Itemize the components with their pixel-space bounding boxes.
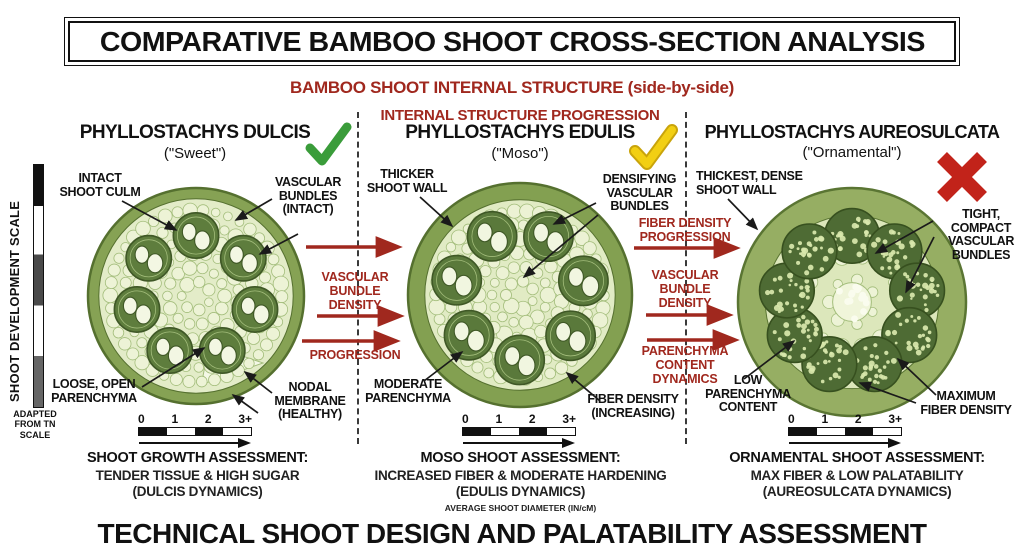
assessment-line1: TENDER TISSUE & HIGH SUGAR — [95, 467, 300, 483]
label-low-parenchyma-content: LOW PARENCHYMA CONTENT — [705, 373, 791, 414]
label-thickest-dense-shoot-wall: THICKEST, DENSE SHOOT WALL — [696, 169, 803, 197]
species-common-edulis: ("Moso") — [491, 145, 549, 162]
divider-1 — [357, 112, 359, 444]
progression-heading: INTERNAL STRUCTURE PROGRESSION — [380, 107, 660, 124]
species-name-aureosulcata: PHYLLOSTACHYS AUREOSULCATA — [704, 122, 1000, 142]
scale-ticks: 0 1 2 3+ — [788, 412, 902, 426]
label-maximum-fiber-density: MAXIMUM FIBER DENSITY — [920, 389, 1012, 417]
tick-3: 3+ — [238, 412, 252, 426]
header-dulcis: PHYLLOSTACHYS DULCIS ("Sweet") — [60, 122, 330, 162]
tick-0: 0 — [138, 412, 145, 426]
tick-1: 1 — [821, 412, 829, 426]
scale-segmented-bar — [138, 427, 252, 436]
cross-section-dulcis — [86, 186, 306, 406]
assessment-dulcis: SHOOT GROWTH ASSESSMENT: TENDER TISSUE &… — [55, 450, 340, 501]
flow-label-progression: PROGRESSION — [309, 348, 401, 362]
tick-2: 2 — [528, 412, 536, 426]
label-vascular-bundles-intact: VASCULAR BUNDLES (INTACT) — [274, 175, 342, 216]
flow-label-parenchyma-content-dynamics: PARENCHYMA CONTENT DYNAMICS — [641, 344, 729, 386]
main-title: COMPARATIVE BAMBOO SHOOT CROSS-SECTION A… — [99, 25, 925, 57]
tick-1: 1 — [495, 412, 503, 426]
scale-arrow-icon — [139, 438, 251, 448]
assessment-line2: (AUREOSULCATA DYNAMICS) — [762, 484, 952, 500]
scale-segmented-bar — [462, 427, 576, 436]
average-shoot-diameter-note: AVERAGE SHOOT DIAMETER (IN/cM) — [444, 503, 597, 513]
scale-ticks: 0 1 2 3+ — [138, 412, 252, 426]
green-check-icon — [305, 122, 352, 166]
label-tight-compact-vascular-bundles: TIGHT, COMPACT VASCULAR BUNDLES — [947, 207, 1015, 262]
diameter-scale-aureosulcata: 0 1 2 3+ — [788, 412, 902, 449]
label-intact-shoot-culm: INTACT SHOOT CULM — [59, 171, 141, 199]
scale-adaptation-note: ADAPTED FROM TN SCALE — [13, 409, 57, 440]
label-loose-open-parenchyma: LOOSE, OPEN PARENCHYMA — [51, 377, 137, 405]
assessment-line2: (EDULIS DYNAMICS) — [455, 484, 586, 500]
header-edulis: PHYLLOSTACHYS EDULIS ("Moso") — [385, 122, 655, 162]
species-common-dulcis: ("Sweet") — [163, 145, 227, 162]
assessment-heading: SHOOT GROWTH ASSESSMENT: — [86, 450, 309, 466]
assessment-heading: ORNAMENTAL SHOOT ASSESSMENT: — [729, 450, 985, 466]
label-thicker-shoot-wall: THICKER SHOOT WALL — [366, 167, 448, 195]
flow-label-vascular-bundle-density-1: VASCULAR BUNDLE DENSITY — [321, 270, 389, 312]
flow-label-fiber-density-progression: FIBER DENSITY PROGRESSION — [638, 216, 732, 244]
label-nodal-membrane: NODAL MEMBRANE (HEALTHY) — [274, 380, 346, 421]
header-aureosulcata: PHYLLOSTACHYS AUREOSULCATA ("Ornamental"… — [692, 122, 1012, 161]
yellow-check-icon — [629, 124, 678, 170]
assessment-edulis: MOSO SHOOT ASSESSMENT: INCREASED FIBER &… — [363, 450, 678, 501]
species-name-edulis: PHYLLOSTACHYS EDULIS — [405, 122, 635, 143]
subtitle: BAMBOO SHOOT INTERNAL STRUCTURE (side-by… — [290, 78, 734, 97]
tick-3: 3+ — [562, 412, 576, 426]
tick-1: 1 — [171, 412, 179, 426]
label-densifying-vascular-bundles: DENSIFYING VASCULAR BUNDLES — [602, 172, 677, 213]
label-fiber-density-increasing: FIBER DENSITY (INCREASING) — [587, 392, 679, 420]
tick-0: 0 — [788, 412, 795, 426]
red-x-icon — [937, 152, 987, 202]
cross-section-edulis — [406, 181, 634, 409]
tick-0: 0 — [462, 412, 469, 426]
tick-2: 2 — [854, 412, 862, 426]
tick-2: 2 — [204, 412, 212, 426]
assessment-line1: MAX FIBER & LOW PALATABILITY — [750, 467, 964, 483]
main-title-box: COMPARATIVE BAMBOO SHOOT CROSS-SECTION A… — [64, 17, 960, 66]
species-name-dulcis: PHYLLOSTACHYS DULCIS — [79, 122, 311, 143]
diameter-scale-dulcis: 0 1 2 3+ — [138, 412, 252, 449]
scale-segmented-bar — [788, 427, 902, 436]
footer-title: TECHNICAL SHOOT DESIGN AND PALATABILITY … — [97, 518, 927, 549]
assessment-heading: MOSO SHOOT ASSESSMENT: — [420, 450, 621, 466]
flow-label-vascular-bundle-density-2: VASCULAR BUNDLE DENSITY — [651, 268, 719, 310]
diameter-scale-edulis: 0 1 2 3+ — [462, 412, 576, 449]
assessment-line1: INCREASED FIBER & MODERATE HARDENING — [374, 467, 667, 483]
scale-arrow-icon — [463, 438, 575, 448]
assessment-aureosulcata: ORNAMENTAL SHOOT ASSESSMENT: MAX FIBER &… — [698, 450, 1016, 501]
assessment-line2: (DULCIS DYNAMICS) — [132, 484, 263, 500]
label-moderate-parenchyma: MODERATE PARENCHYMA — [365, 377, 451, 405]
species-common-aureosulcata: ("Ornamental") — [802, 144, 902, 161]
scale-ticks: 0 1 2 3+ — [462, 412, 576, 426]
main-title-inner-border: COMPARATIVE BAMBOO SHOOT CROSS-SECTION A… — [68, 21, 956, 62]
divider-2 — [685, 112, 687, 444]
shoot-development-scale-bar — [33, 164, 44, 408]
shoot-development-scale-label: SHOOT DEVELOPMENT SCALE — [7, 200, 22, 402]
scale-arrow-icon — [789, 438, 901, 448]
tick-3: 3+ — [888, 412, 902, 426]
